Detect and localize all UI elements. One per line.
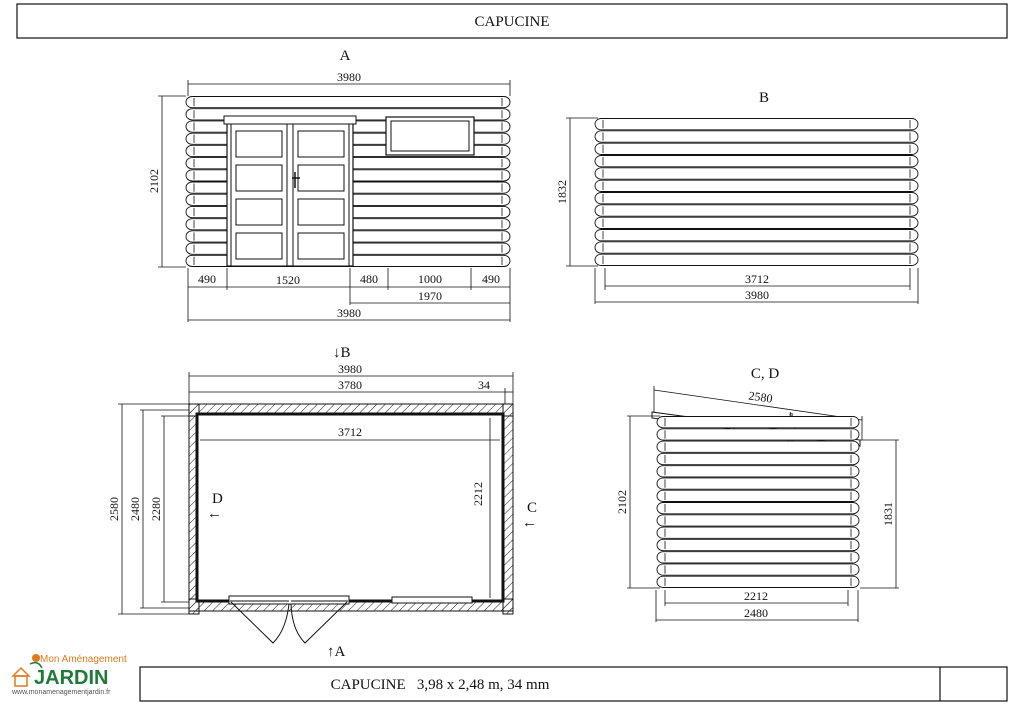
- plan-arrow-d-label: D: [212, 491, 223, 507]
- plan-arrow-d: ←: [207, 506, 222, 522]
- view-a-sub-width: 1970: [418, 289, 442, 303]
- plan-arrow-b: ↓B: [333, 345, 351, 361]
- log-course: [185, 96, 511, 109]
- log-course: [656, 551, 860, 564]
- view-a-elevation: A 3980 2102: [147, 48, 511, 322]
- log-course: [656, 428, 860, 441]
- view-b-inner-width: 3712: [745, 272, 769, 286]
- log-course: [656, 440, 860, 453]
- door-panel: [235, 130, 283, 158]
- view-a-segment-2: 1520: [276, 273, 300, 287]
- log-course: [594, 204, 919, 217]
- page-title: CAPUCINE: [474, 14, 549, 30]
- log-course: [594, 229, 919, 242]
- door-panel: [297, 198, 345, 226]
- brand-logo: Mon Aménagement JARDIN www.monamenagemen…: [11, 654, 127, 696]
- view-cd-inner-width: 2212: [744, 589, 768, 603]
- door-panel: [235, 232, 283, 260]
- logo-tagline: Mon Aménagement: [40, 654, 127, 665]
- log-course: [656, 538, 860, 552]
- log-course: [656, 489, 860, 502]
- plan-depth-wall: 2212: [471, 482, 485, 506]
- view-a-label: A: [340, 48, 351, 64]
- log-course: [656, 526, 860, 539]
- door-panel: [235, 198, 283, 226]
- plan-inner-width: 3712: [338, 425, 362, 439]
- view-cd-outer-width: 2480: [744, 606, 768, 620]
- view-a-segment-1: 490: [198, 272, 216, 286]
- plan-depth-outer: 2580: [107, 497, 121, 521]
- log-course: [656, 416, 860, 429]
- logo-brand: JARDIN: [34, 667, 108, 689]
- view-a-segment-5: 490: [482, 272, 500, 286]
- log-course: [656, 465, 860, 478]
- door-panel: [297, 232, 345, 260]
- log-course: [594, 167, 919, 180]
- log-course: [656, 452, 860, 466]
- house-leaf-icon: [11, 654, 43, 687]
- log-course: [594, 241, 919, 254]
- view-b-outer-width: 3980: [745, 288, 769, 302]
- view-b-logs: [594, 118, 919, 266]
- log-course: [594, 216, 919, 229]
- view-a-height: 2102: [147, 169, 161, 193]
- view-a-segment-3: 480: [360, 272, 378, 286]
- plan-mid-width: 3780: [338, 378, 362, 392]
- log-course: [594, 118, 919, 131]
- view-cd-label: C, D: [751, 366, 780, 382]
- view-a-overall-width: 3980: [337, 70, 361, 84]
- logo-url: www.monamenagementjardin.fr: [11, 689, 111, 696]
- plan-depth-inner: 2280: [149, 497, 163, 521]
- view-cd-logs: [656, 416, 860, 588]
- plan-depth-mid: 2480: [128, 497, 142, 521]
- log-course: [656, 563, 860, 576]
- footer-frame: [139, 666, 1008, 702]
- view-b-height: 1832: [555, 180, 569, 204]
- plan-arrow-c-label: C: [527, 500, 537, 516]
- door-panel: [297, 130, 345, 158]
- footer-caption: CAPUCINE 3,98 x 2,48 m, 34 mm: [331, 677, 550, 693]
- log-course: [656, 502, 860, 515]
- view-cd-height-left: 2102: [615, 490, 629, 514]
- log-course: [594, 179, 919, 192]
- plan-wall-thickness: 34: [478, 378, 490, 392]
- log-course: [656, 477, 860, 490]
- door-panel: [235, 164, 283, 192]
- view-a-total-width: 3980: [337, 306, 361, 320]
- view-cd-height-right: 1831: [881, 502, 895, 526]
- plan-outer-width: 3980: [338, 362, 362, 376]
- view-b-label: B: [759, 90, 769, 106]
- view-b-elevation: B 1832 3712 3980: [555, 90, 919, 304]
- log-course: [594, 155, 919, 168]
- log-course: [656, 514, 860, 527]
- door-panel: [297, 164, 345, 192]
- plan-view: ↓B 3980 3780 34 3712 2212: [107, 345, 537, 660]
- log-course: [594, 142, 919, 155]
- plan-arrow-c: ←: [522, 515, 537, 531]
- view-cd-elevation: C, D 2580 7° 2102 1831 2212 2480: [615, 366, 899, 622]
- view-a-double-door: [223, 115, 357, 267]
- view-a-segment-4: 1000: [418, 272, 442, 286]
- log-course: [656, 575, 860, 588]
- log-course: [594, 253, 919, 266]
- log-course: [594, 192, 919, 205]
- plan-arrow-a: ↑A: [327, 644, 346, 660]
- log-course: [594, 130, 919, 143]
- view-cd-roof-length: 2580: [748, 388, 774, 405]
- view-a-window: [385, 116, 475, 156]
- header-frame: [16, 3, 1008, 39]
